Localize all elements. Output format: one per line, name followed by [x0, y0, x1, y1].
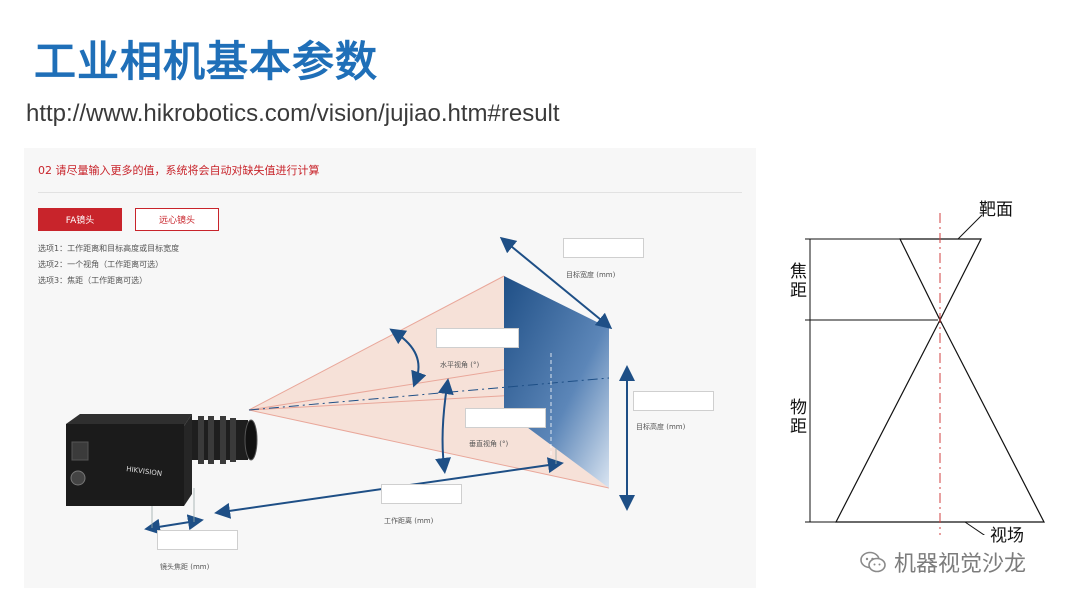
divider	[38, 192, 742, 193]
calculator-heading: 02 请尽量输入更多的值，系统将会自动对缺失值进行计算	[38, 164, 320, 177]
vertical-fov-input[interactable]	[465, 408, 546, 428]
focal-length-label: 焦距	[786, 262, 806, 300]
option-3-text: 选项3：焦距（工作距离可选）	[38, 276, 148, 285]
target-width-input[interactable]	[563, 238, 644, 258]
cone-edge-top	[248, 275, 505, 411]
tab-telecentric-lens[interactable]: 远心镜头	[135, 208, 219, 231]
camera-illustration: HIKVISION	[66, 414, 258, 506]
optical-axis	[248, 377, 610, 411]
option-1-text: 选项1：工作距离和目标高度或目标宽度	[38, 244, 180, 253]
horizontal-fov-label: 水平视角 (°)	[440, 361, 480, 369]
watermark: 机器视觉沙龙	[860, 546, 1026, 578]
target-face-label: 靶面	[979, 200, 1013, 220]
target-width-label: 目标宽度 (mm)	[566, 271, 616, 279]
focal-length-arrow	[144, 514, 204, 535]
cone-ray	[248, 392, 555, 411]
tab-fa-lens[interactable]: FA镜头	[38, 208, 122, 231]
horizontal-fov-arc	[389, 328, 427, 388]
target-height-label: 目标高度 (mm)	[636, 423, 686, 431]
working-distance-label: 工作距离 (mm)	[384, 517, 434, 525]
object-distance-label: 物距	[786, 398, 806, 436]
calculator-screenshot: 02 请尽量输入更多的值，系统将会自动对缺失值进行计算 FA镜头 远心镜头 选项…	[24, 148, 756, 588]
vertical-fov-label: 垂直视角 (°)	[469, 440, 509, 448]
focal-length-label: 镜头焦距 (mm)	[160, 563, 210, 571]
working-distance-input[interactable]	[381, 484, 462, 504]
slide-title: 工业相机基本参数	[34, 37, 379, 86]
field-of-view-label: 视场	[990, 526, 1024, 546]
leader-line	[957, 214, 983, 240]
target-height-input[interactable]	[633, 391, 714, 411]
watermark-text: 机器视觉沙龙	[894, 552, 1027, 577]
leader-line	[964, 521, 986, 535]
option-2-text: 选项2：一个视角（工作距离可选）	[38, 260, 164, 269]
optics-schematic	[805, 213, 1045, 535]
horizontal-fov-input[interactable]	[436, 328, 519, 348]
focal-length-input[interactable]	[157, 530, 238, 550]
wechat-icon	[860, 551, 886, 573]
reference-url[interactable]: http://www.hikrobotics.com/vision/jujiao…	[26, 100, 560, 127]
fov-diagram: HIKVISION	[66, 236, 635, 535]
target-width-arrow	[499, 236, 613, 330]
